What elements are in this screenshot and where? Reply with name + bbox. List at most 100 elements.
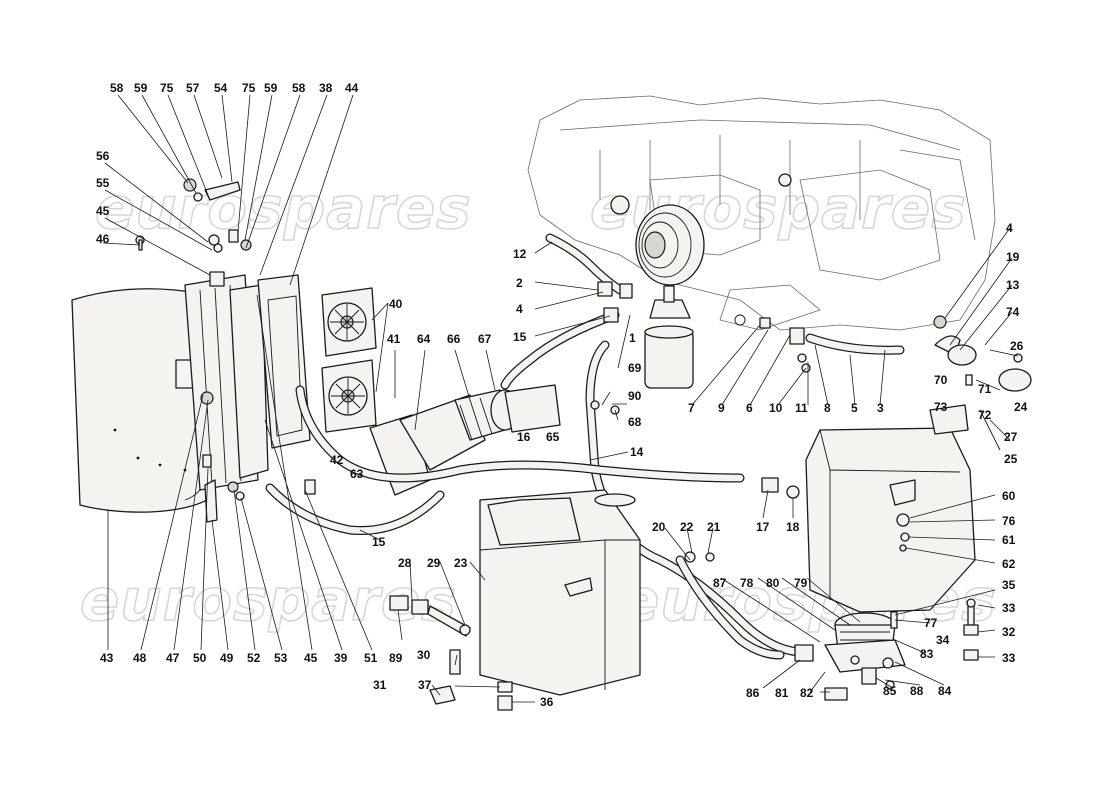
callout-88: 88 <box>910 684 924 698</box>
callout-7: 7 <box>688 401 695 415</box>
leader-lines <box>102 94 1019 703</box>
lower-left-fasteners <box>200 391 316 523</box>
callout-87: 87 <box>713 576 727 590</box>
callout-21: 21 <box>707 520 721 534</box>
callout-63: 63 <box>350 467 364 481</box>
callout-47: 47 <box>166 651 180 665</box>
callout-32: 32 <box>1002 625 1016 639</box>
callout-49: 49 <box>220 651 234 665</box>
callout-79: 79 <box>794 576 808 590</box>
callout-59: 59 <box>134 81 148 95</box>
callout-8: 8 <box>824 401 831 415</box>
callout-1: 1 <box>629 331 636 345</box>
callout-40: 40 <box>389 297 403 311</box>
callout-61: 61 <box>1002 533 1016 547</box>
callout-70: 70 <box>934 373 948 387</box>
callout-37: 37 <box>418 678 432 692</box>
callout-76: 76 <box>1002 514 1016 528</box>
callout-54: 54 <box>214 81 228 95</box>
callout-17: 17 <box>756 520 770 534</box>
callout-74: 74 <box>1006 305 1020 319</box>
callout-69: 69 <box>628 361 642 375</box>
callout-31: 31 <box>373 678 387 692</box>
callout-43: 43 <box>100 651 114 665</box>
callout-44: 44 <box>345 81 359 95</box>
callout-15b: 15 <box>372 535 386 549</box>
callout-16: 16 <box>517 430 531 444</box>
callout-83: 83 <box>920 647 934 661</box>
callout-27: 27 <box>1004 430 1018 444</box>
expansion-tank <box>805 344 1032 613</box>
oil-tank <box>449 489 641 711</box>
engine-block <box>527 95 996 331</box>
callout-22: 22 <box>680 520 694 534</box>
callout-75: 75 <box>160 81 174 95</box>
callout-38: 38 <box>319 81 333 95</box>
callout-66: 66 <box>447 332 461 346</box>
callout-labels: 58 59 75 57 54 75 59 58 38 44 56 55 45 4… <box>96 81 1028 709</box>
callout-30: 30 <box>417 648 431 662</box>
callout-6: 6 <box>746 401 753 415</box>
callout-18: 18 <box>786 520 800 534</box>
callout-80: 80 <box>766 576 780 590</box>
air-intake-duct <box>369 384 561 496</box>
callout-35: 35 <box>1002 578 1016 592</box>
callout-59b: 59 <box>264 81 278 95</box>
radiator-core <box>184 271 269 491</box>
callout-82: 82 <box>800 686 814 700</box>
callout-67: 67 <box>478 332 492 346</box>
callout-33b: 33 <box>1002 651 1016 665</box>
callout-29: 29 <box>427 556 441 570</box>
hoses <box>265 233 905 660</box>
callout-57: 57 <box>186 81 200 95</box>
callout-65: 65 <box>546 430 560 444</box>
callout-68: 68 <box>628 415 642 429</box>
callout-28: 28 <box>398 556 412 570</box>
callout-4b: 4 <box>1006 221 1013 235</box>
callout-39: 39 <box>334 651 348 665</box>
callout-5: 5 <box>851 401 858 415</box>
callout-51: 51 <box>364 651 378 665</box>
callout-20: 20 <box>652 520 666 534</box>
callout-58b: 58 <box>292 81 306 95</box>
callout-36: 36 <box>540 695 554 709</box>
callout-46: 46 <box>96 232 110 246</box>
callout-72: 72 <box>978 408 992 422</box>
callout-11: 11 <box>795 401 808 415</box>
callout-48: 48 <box>133 651 147 665</box>
callout-56: 56 <box>96 149 110 163</box>
callout-62: 62 <box>1002 557 1016 571</box>
callout-84: 84 <box>938 684 952 698</box>
callout-78: 78 <box>740 576 754 590</box>
callout-4: 4 <box>516 302 523 316</box>
callout-12: 12 <box>513 247 527 261</box>
callout-15: 15 <box>513 330 527 344</box>
callout-73: 73 <box>934 400 948 414</box>
callout-45: 45 <box>96 204 110 218</box>
callout-33: 33 <box>1002 601 1016 615</box>
callout-13: 13 <box>1006 278 1020 292</box>
callout-75b: 75 <box>242 81 256 95</box>
callout-86: 86 <box>746 686 760 700</box>
callout-9: 9 <box>718 401 725 415</box>
callout-50: 50 <box>193 651 207 665</box>
callout-34: 34 <box>936 633 950 647</box>
callout-19: 19 <box>1006 250 1020 264</box>
callout-41: 41 <box>387 332 401 346</box>
fan-frame <box>257 274 311 449</box>
callout-71: 71 <box>978 382 992 396</box>
callout-3: 3 <box>877 401 884 415</box>
callout-52: 52 <box>247 651 261 665</box>
callout-55: 55 <box>96 176 110 190</box>
callout-24: 24 <box>1014 400 1028 414</box>
callout-64: 64 <box>417 332 431 346</box>
callout-53: 53 <box>274 651 288 665</box>
callout-85: 85 <box>883 684 897 698</box>
callout-25: 25 <box>1004 452 1018 466</box>
callout-81: 81 <box>775 686 789 700</box>
callout-23: 23 <box>454 556 468 570</box>
callout-77: 77 <box>924 616 938 630</box>
oil-filter <box>644 285 694 389</box>
